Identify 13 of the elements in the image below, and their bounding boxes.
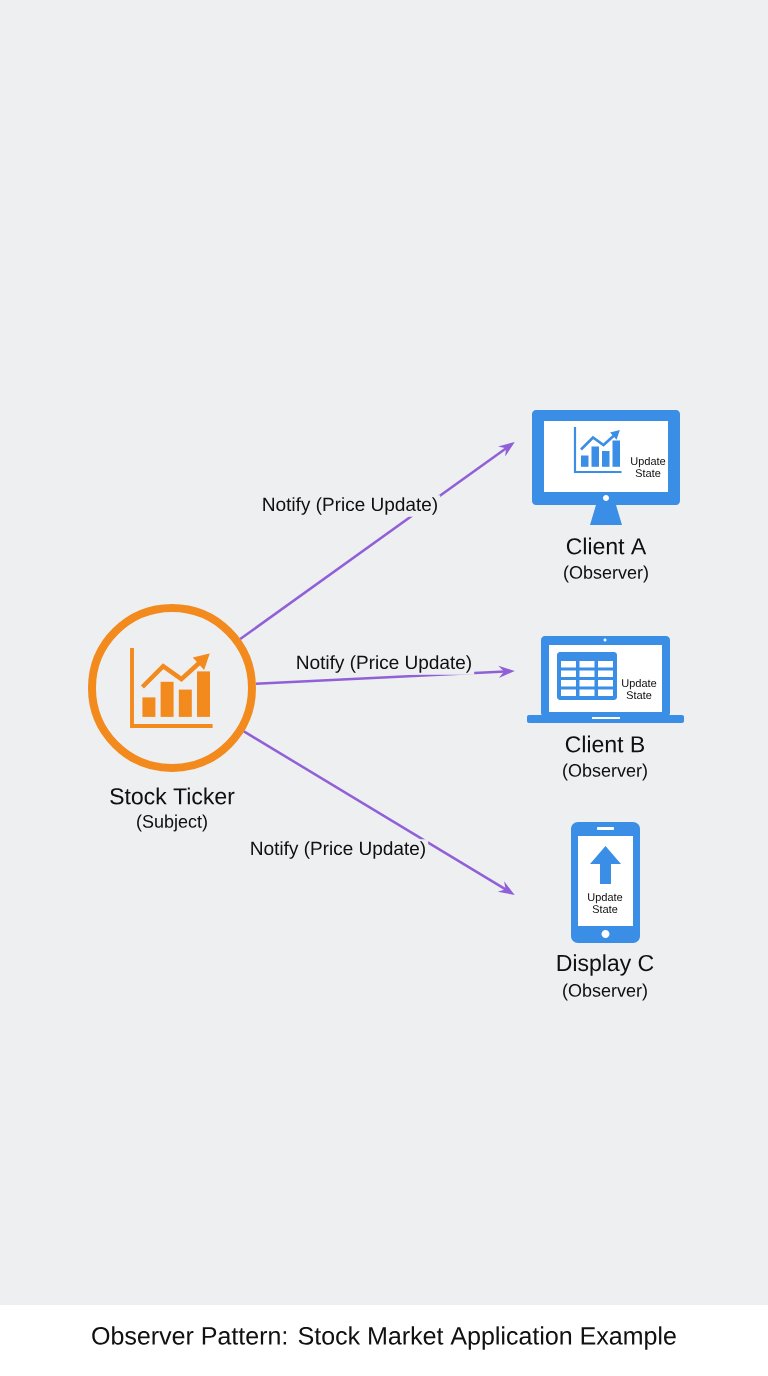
node-subtitle: (Subject) bbox=[137, 814, 207, 832]
node-title: Client A bbox=[566, 537, 647, 555]
node-title: Display C bbox=[557, 954, 654, 976]
node-title: Stock Ticker bbox=[110, 787, 235, 805]
node-subtitle: (Observer) bbox=[564, 565, 648, 583]
edge-label: Notify (Price Update) bbox=[259, 495, 441, 517]
edge-label: Notify (Price Update) bbox=[293, 653, 475, 675]
node-subtitle: (Observer) bbox=[563, 763, 647, 781]
node-title: Client B bbox=[565, 735, 644, 753]
caption-band: Observer Pattern: Stock Market Application Example bbox=[0, 1305, 768, 1376]
screen-text: Update State bbox=[588, 892, 623, 914]
edge-label: Notify (Price Update) bbox=[247, 839, 429, 861]
node-subtitle: (Observer) bbox=[563, 983, 647, 1001]
